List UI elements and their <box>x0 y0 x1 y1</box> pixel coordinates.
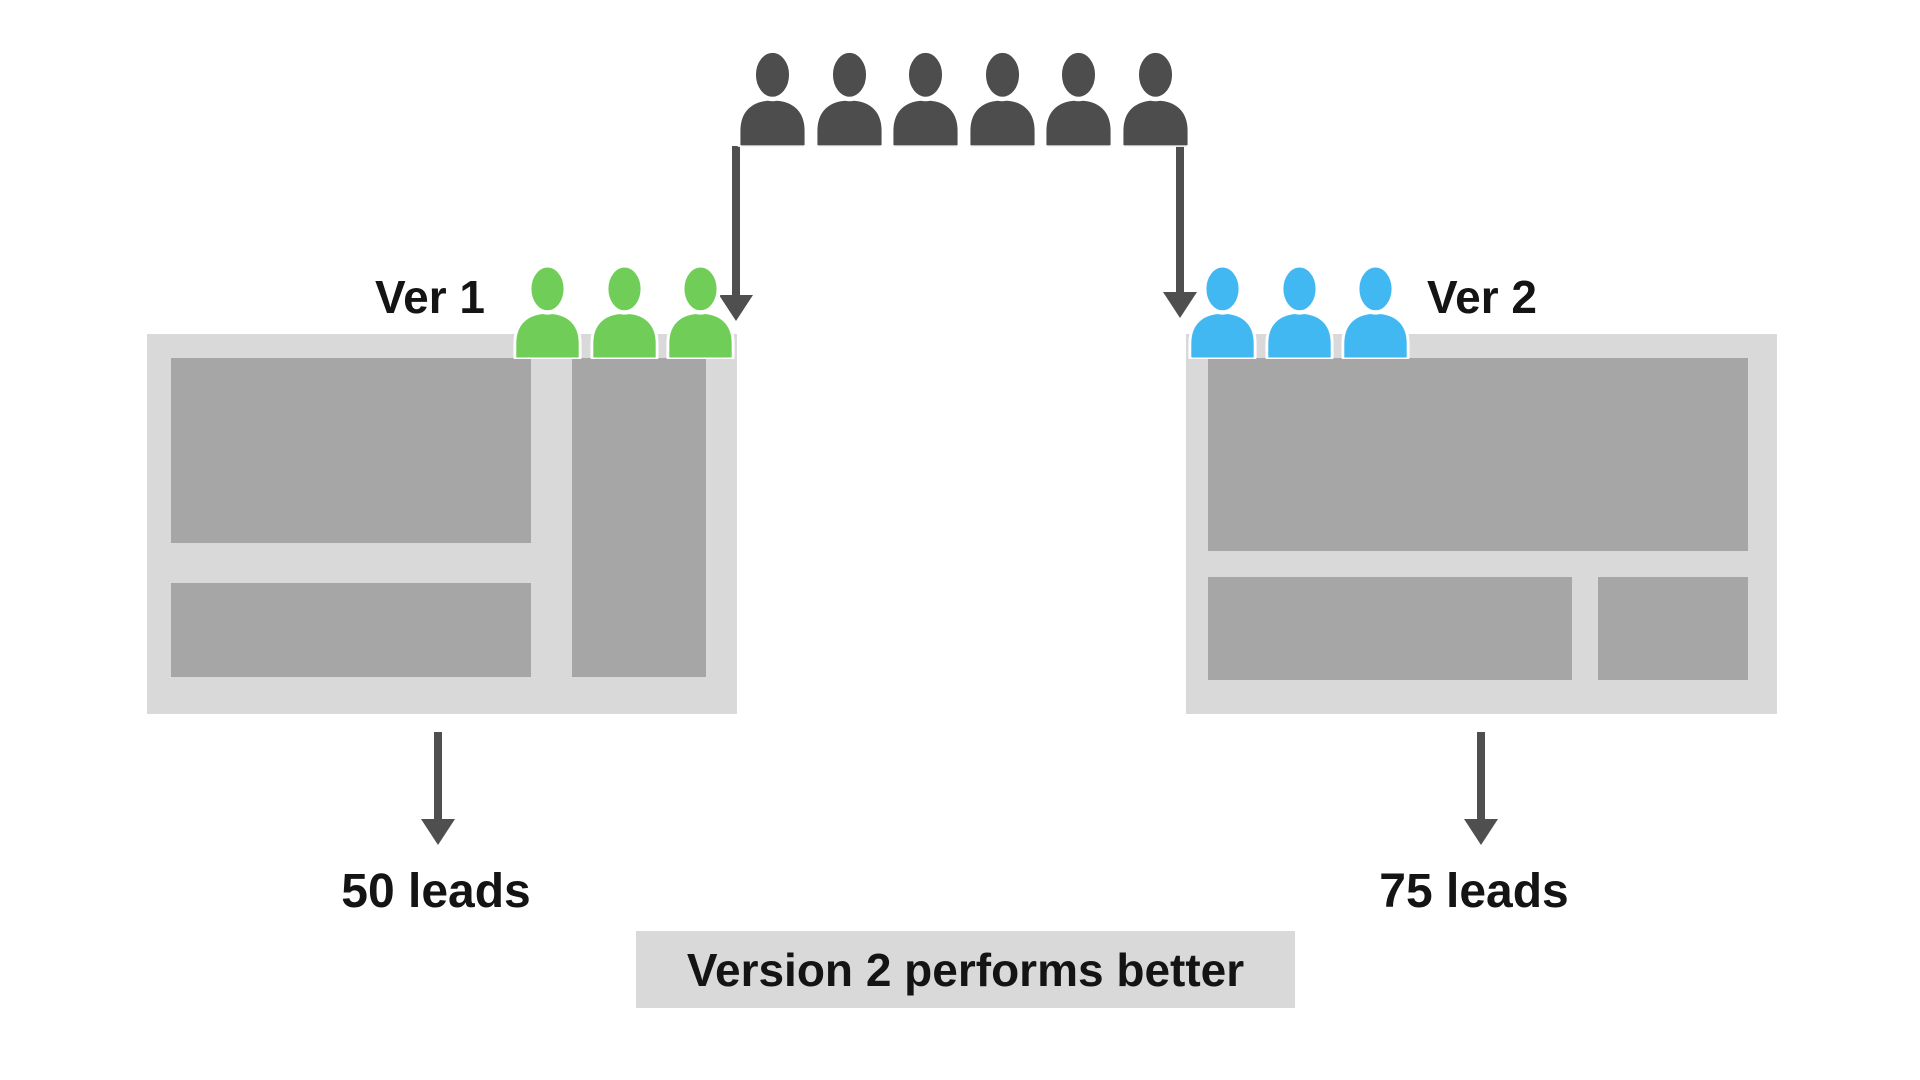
version1-hero-block <box>171 358 531 543</box>
person-icon <box>965 48 1040 147</box>
version2-hero-block <box>1208 358 1748 551</box>
version1-sidebar-block <box>572 358 706 677</box>
arrow-head-icon <box>1163 292 1197 318</box>
person-icon <box>812 48 887 147</box>
arrow-head-icon <box>421 819 455 845</box>
version1-page-mockup <box>147 334 737 714</box>
person-icon <box>1338 263 1413 359</box>
arrow-head-icon <box>1464 819 1498 845</box>
version1-content-block <box>171 583 531 677</box>
arrow-shaft <box>732 146 740 295</box>
arrow-shaft <box>1176 146 1184 292</box>
arrow-shaft <box>1477 732 1485 819</box>
version2-visitors-crowd <box>1185 263 1413 359</box>
version2-page-mockup <box>1186 334 1777 714</box>
arrow-shaft <box>434 732 442 819</box>
audience-crowd <box>735 48 1193 147</box>
person-icon <box>888 48 963 147</box>
split-arrow-to-version1 <box>719 146 753 321</box>
version1-label: Ver 1 <box>375 271 485 323</box>
version2-content-block <box>1208 577 1572 680</box>
person-icon <box>1262 263 1337 359</box>
person-icon <box>1118 48 1193 147</box>
version1-visitors-crowd <box>510 263 738 359</box>
person-icon <box>587 263 662 359</box>
person-icon <box>510 263 585 359</box>
person-icon <box>1185 263 1260 359</box>
person-icon <box>663 263 738 359</box>
result-arrow-version2 <box>1464 732 1498 845</box>
person-icon <box>1041 48 1116 147</box>
version2-leads-label: 75 leads <box>1379 865 1569 918</box>
conclusion-banner: Version 2 performs better <box>636 931 1295 1008</box>
result-arrow-version1 <box>421 732 455 845</box>
version1-leads-label: 50 leads <box>341 865 531 918</box>
version2-side-block <box>1598 577 1748 680</box>
arrow-head-icon <box>719 295 753 321</box>
person-icon <box>735 48 810 147</box>
conclusion-text: Version 2 performs better <box>686 943 1245 996</box>
version2-label: Ver 2 <box>1427 271 1537 323</box>
split-arrow-to-version2 <box>1163 146 1197 318</box>
